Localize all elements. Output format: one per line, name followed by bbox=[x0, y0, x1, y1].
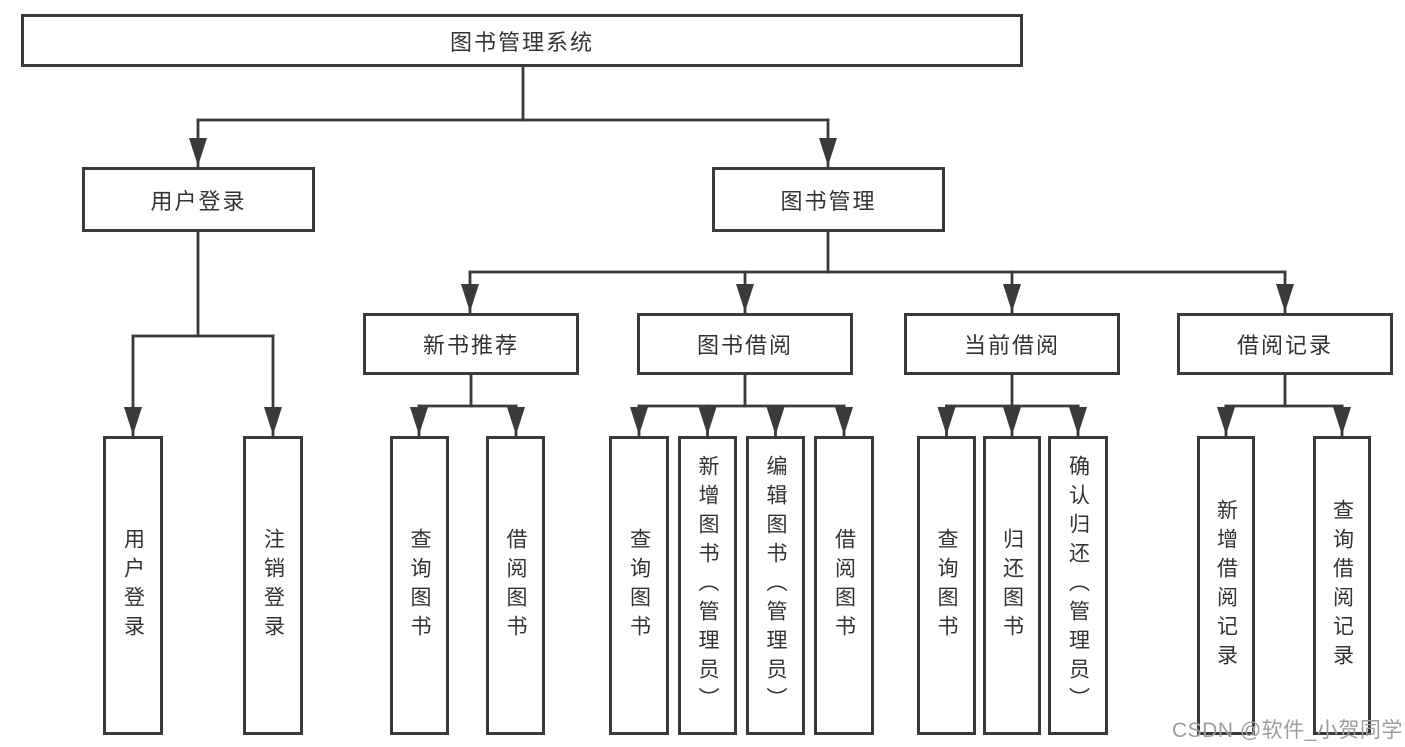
leaf-add-books-admin: 新增图书（管理员） bbox=[678, 436, 737, 735]
leaf-query-borrow-record: 查询借阅记录 bbox=[1313, 436, 1371, 735]
leaf-query-books-recommend: 查询图书 bbox=[390, 436, 449, 735]
node-book-borrow: 图书借阅 bbox=[637, 313, 853, 375]
node-user-login-module: 用户登录 bbox=[82, 167, 315, 232]
leaf-borrow-books: 借阅图书 bbox=[814, 436, 874, 735]
leaf-edit-books-admin: 编辑图书（管理员） bbox=[746, 436, 805, 735]
leaf-borrow-books-recommend: 借阅图书 bbox=[486, 436, 545, 735]
leaf-logout: 注销登录 bbox=[243, 436, 303, 735]
leaf-query-books-borrow: 查询图书 bbox=[609, 436, 669, 735]
node-borrow-records: 借阅记录 bbox=[1177, 313, 1393, 375]
csdn-watermark: CSDN @软件_小贺同学 bbox=[1172, 719, 1403, 742]
leaf-query-books-current: 查询图书 bbox=[917, 436, 976, 735]
leaf-user-login: 用户登录 bbox=[103, 436, 163, 735]
leaf-return-books: 归还图书 bbox=[983, 436, 1041, 735]
leaf-confirm-return-admin: 确认归还（管理员） bbox=[1048, 436, 1108, 735]
node-root-system: 图书管理系统 bbox=[21, 14, 1023, 67]
node-new-book-recommend: 新书推荐 bbox=[363, 313, 579, 375]
node-book-management-module: 图书管理 bbox=[712, 167, 945, 232]
node-current-borrow: 当前借阅 bbox=[904, 313, 1120, 375]
leaf-add-borrow-record: 新增借阅记录 bbox=[1197, 436, 1255, 735]
